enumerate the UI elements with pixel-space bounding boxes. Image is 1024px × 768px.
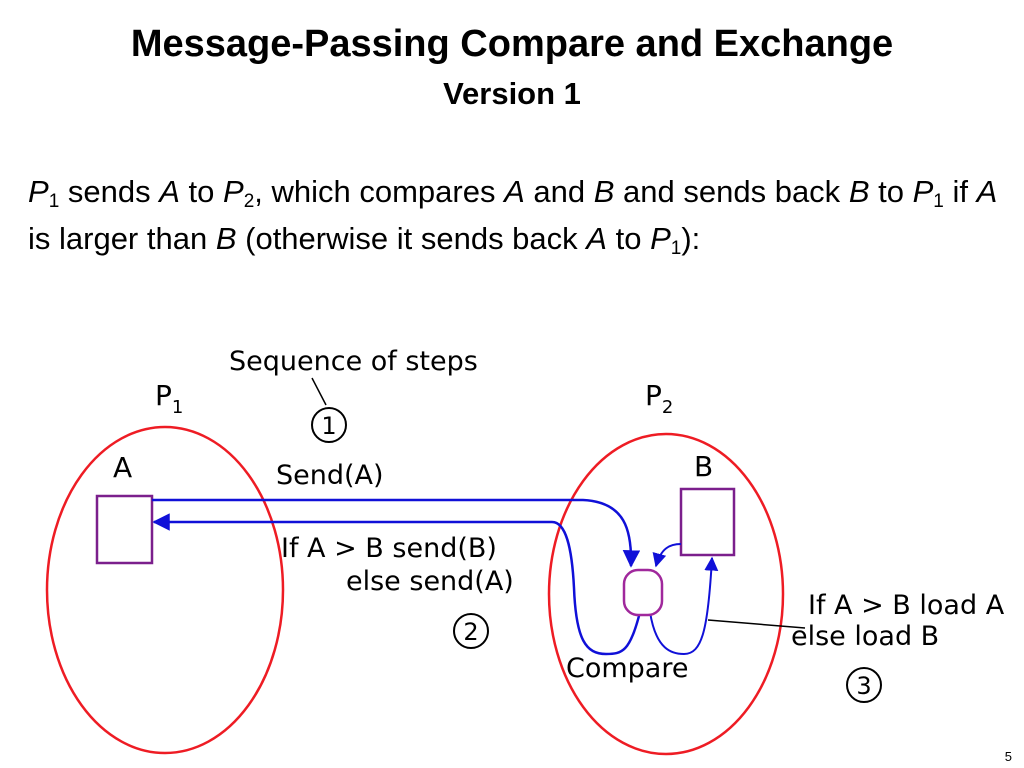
page-number: 5 [1004,749,1012,764]
p1-label: P1 [155,379,183,418]
process-p-ref: P [912,174,934,209]
text-run: and [524,174,594,209]
register-b-box [679,487,736,557]
text-run: ): [681,221,701,256]
variable-a-ref: A [586,221,607,256]
subscript: 1 [670,238,682,259]
variable-b-ref: B [593,174,615,209]
step2-number: 2 [463,618,478,646]
text-run: if [943,174,977,209]
step3-pointer-line [707,619,806,629]
process-p-ref: P [28,174,49,209]
process-p2-circle [547,432,785,756]
register-a-box [95,494,154,565]
slide-subtitle: Version 1 [443,76,581,111]
text-run: , which compares [254,174,505,209]
step3-number: 3 [856,672,871,700]
subscript: 1 [933,191,944,212]
variable-a-ref: A [159,174,180,209]
step3-line1: If A > B load A [808,590,1005,621]
register-b-label: B [694,450,713,483]
text-run: to [606,221,651,256]
step2-line2: else send(A) [346,566,514,597]
variable-a-ref: A [504,174,525,209]
step3-line2: else load B [791,621,939,652]
subscript: 1 [48,191,60,212]
sequence-pointer-line [311,377,327,406]
variable-b-ref: B [215,221,237,256]
compare-node [622,568,664,617]
register-a-label: A [113,451,132,484]
load-b-arrow [652,543,682,568]
send-a-arrow [152,498,641,568]
text-run: (otherwise it sends back [236,221,587,256]
text-run: sends [59,174,160,209]
description-paragraph: P1 sends A to P2, which compares A and B… [28,168,1003,262]
load-result-arrow [649,556,719,656]
subscript: 2 [243,191,255,212]
step1-label: Send(A) [276,460,384,491]
step2-circle [453,613,489,649]
p2-label: P2 [645,379,673,418]
step1-number: 1 [321,412,336,440]
sequence-label: Sequence of steps [229,346,478,377]
variable-b-ref: B [848,174,870,209]
variable-a-ref: A [976,174,998,209]
step1-circle [311,407,347,443]
text-run: and sends back [614,174,849,209]
process-p-ref: P [650,221,671,256]
return-arrow [152,513,642,656]
slide-title: Message-Passing Compare and Exchange [130,23,894,65]
step3-circle [846,667,882,703]
step2-line1: If A > B send(B) [281,533,497,564]
text-run: to [179,174,223,209]
text-run: is larger than [28,221,216,256]
text-run: to [869,174,913,209]
compare-label: Compare [566,653,688,684]
process-p-ref: P [223,174,244,209]
process-p1-circle [45,425,285,755]
